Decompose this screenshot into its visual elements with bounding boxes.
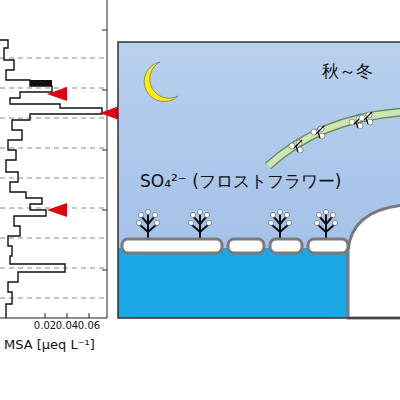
tick-label: 0.02: [34, 320, 56, 331]
species-label: SO₄²⁻ (フロストフラワー): [140, 170, 341, 193]
axis-title: MSA [μeq L⁻¹]: [4, 337, 95, 352]
tick-label: 0.04: [56, 320, 78, 331]
msa-chart: [0, 0, 122, 318]
tick-label: 0.06: [78, 320, 100, 331]
sea-ice-scene: [118, 42, 400, 318]
season-label: 秋～冬: [322, 60, 373, 83]
